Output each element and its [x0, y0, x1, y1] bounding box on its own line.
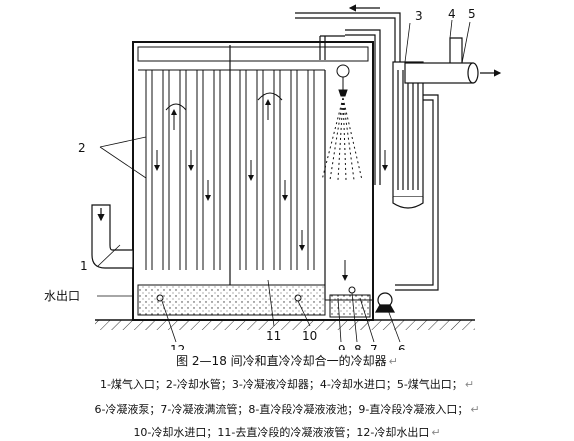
figure-caption-text: 图 2—18 间冷和直冷冷却合一的冷却器 — [176, 354, 387, 368]
callout-5: 5 — [468, 7, 476, 21]
legend-text-2: 6-冷凝液泵；7-冷凝液满流管；8-直冷段冷凝液液池；9-直冷段冷凝液入口； — [94, 403, 469, 416]
gas-inlet-pipe — [91, 204, 134, 269]
callout-3: 3 — [415, 9, 423, 23]
callout-2: 2 — [78, 141, 86, 155]
callout-11: 11 — [266, 329, 281, 343]
callout-9: 9 — [338, 343, 346, 350]
leader-lines — [97, 19, 471, 343]
condensate-cooler — [392, 61, 424, 209]
paragraph-mark: ↵ — [470, 403, 480, 416]
cooling-water-tubes-left — [145, 70, 221, 270]
gas-outlet-pipe — [404, 37, 502, 84]
callout-12: 12 — [170, 343, 185, 350]
callout-4: 4 — [448, 7, 456, 21]
cooler-tank — [132, 41, 374, 321]
callout-6: 6 — [398, 343, 406, 350]
callout-1: 1 — [80, 259, 88, 273]
cooler-diagram: 1 2 3 4 5 6 7 8 9 10 11 12 水出口 — [44, 4, 502, 350]
condensate-pump — [374, 292, 396, 313]
top-piping — [295, 4, 401, 185]
callout-10: 10 — [302, 329, 317, 343]
callout-7: 7 — [370, 343, 378, 350]
cooling-water-tubes-right — [239, 70, 315, 270]
spray-nozzle — [321, 64, 363, 181]
paragraph-mark: ↵ — [431, 426, 441, 439]
water-outlet-label: 水出口 — [44, 289, 80, 303]
legend-line-3: 10-冷却水进口；11-去直冷段的冷凝液液管；12-冷却水出口↵ — [0, 424, 574, 440]
paragraph-mark: ↵ — [388, 355, 398, 368]
legend-text-3: 10-冷却水进口；11-去直冷段的冷凝液液管；12-冷却水出口 — [133, 426, 430, 439]
flow-arrows — [154, 99, 388, 281]
legend-line-1: 1-煤气入口；2-冷却水管；3-冷凝液冷却器；4-冷却水进口；5-煤气出口；↵ — [0, 376, 574, 392]
condensate-pools — [137, 284, 371, 318]
legend-text-1: 1-煤气入口；2-冷却水管；3-冷凝液冷却器；4-冷却水进口；5-煤气出口； — [99, 378, 463, 391]
ground — [95, 319, 475, 330]
figure-caption: 图 2—18 间冷和直冷冷却合一的冷却器↵ — [0, 352, 574, 369]
paragraph-mark: ↵ — [464, 378, 475, 391]
callout-8: 8 — [354, 343, 362, 350]
condensate-return-line — [395, 94, 439, 291]
legend-line-2: 6-冷凝液泵；7-冷凝液满流管；8-直冷段冷凝液液池；9-直冷段冷凝液入口；↵ — [0, 401, 574, 417]
